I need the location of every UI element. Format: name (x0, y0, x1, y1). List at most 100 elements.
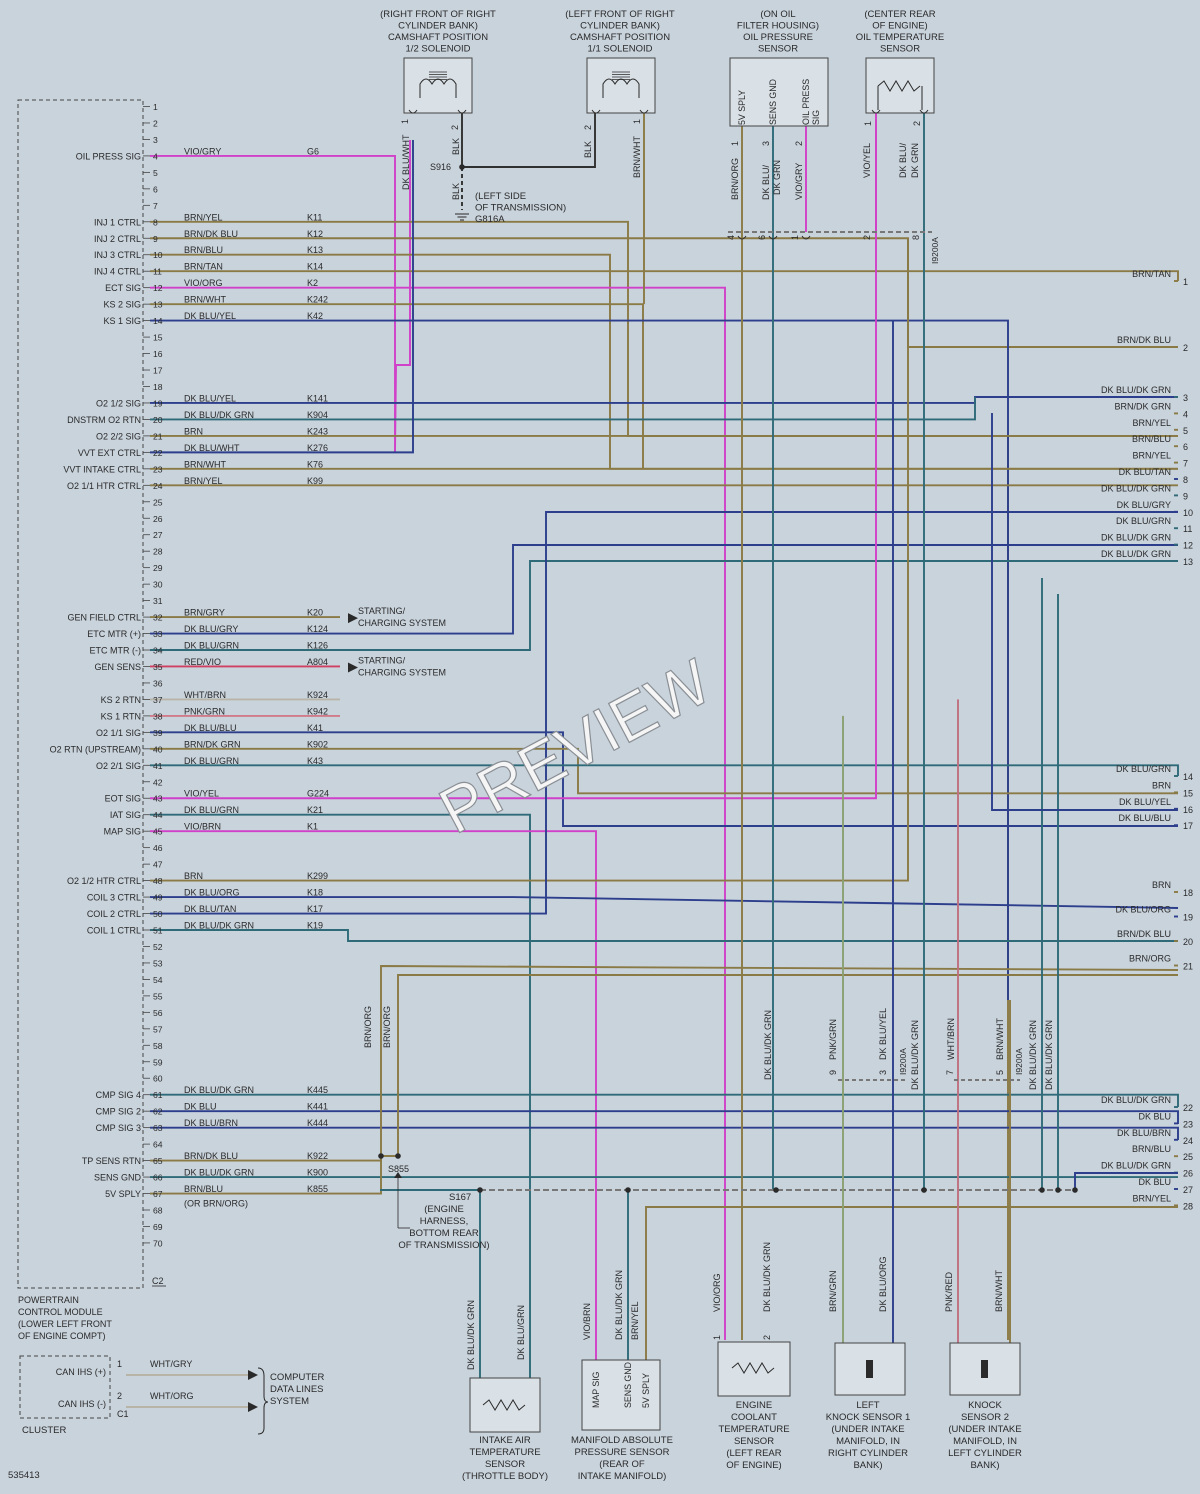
pcm-circuit-id: K124 (307, 624, 328, 634)
pin-arc (801, 235, 811, 240)
pcm-pin-number: 56 (153, 1008, 163, 1018)
pcm-circuit-id: K11 (307, 212, 322, 222)
cluster-box (19, 1355, 111, 1419)
pcm-pin-number: 70 (153, 1238, 163, 1248)
pcm-pin-number: 66 (153, 1173, 163, 1183)
pcm-wire-color: WHT/BRN (184, 690, 226, 700)
iat-wire1: DK BLU/DK GRN (466, 1300, 476, 1370)
pcm-circuit-id: K42 (307, 311, 323, 321)
right-edge-number: 7 (1183, 459, 1188, 469)
pcm-wire-color: BRN/YEL (184, 212, 223, 222)
s167-dot (1055, 1187, 1061, 1193)
pcm-wire-color: DK BLU/GRY (184, 624, 238, 634)
pcm-pin-number: 28 (153, 547, 163, 557)
s855-wire-label: BRN/ORG (382, 1006, 392, 1048)
pcm-pin-number: 40 (153, 744, 163, 754)
pcm-wire-color: DK BLU/GRN (184, 756, 239, 766)
cam12-pin1: 1 (400, 119, 410, 124)
s916-dot (459, 164, 465, 170)
pcm-circuit-id: K20 (307, 608, 323, 618)
pcm-signal-label: CMP SIG 3 (96, 1123, 141, 1133)
pcm-signal-label: COIL 1 CTRL (87, 926, 141, 936)
pin-arc (919, 109, 929, 114)
pin-arc (871, 109, 881, 114)
oilpress-pin-label2: SIG (811, 110, 821, 125)
pcm-pin-number: 64 (153, 1140, 163, 1150)
right-edge-number: 21 (1183, 962, 1193, 972)
s916-label: S916 (430, 162, 451, 172)
pcm-signal-label: KS 1 RTN (101, 711, 141, 721)
pcm-signal-label: IAT SIG (110, 810, 141, 820)
right-edge-number: 20 (1183, 937, 1193, 947)
right-edge-wire-color: DK BLU/DK GRN (1101, 549, 1171, 559)
pcm-circuit-id: G6 (307, 146, 319, 156)
s167-dot (625, 1187, 631, 1193)
pcm-pin-number: 20 (153, 415, 163, 425)
pin-arc (737, 235, 747, 240)
pcm-wire-color: BRN/BLU (184, 245, 223, 255)
right-edge-number: 26 (1183, 1169, 1193, 1179)
pcm-circuit-id: K2 (307, 278, 318, 288)
pcm-wire (150, 1093, 1179, 1107)
ect-resistor (731, 1362, 775, 1374)
oiltemp-wire2: DK BLU/ (898, 142, 908, 178)
pcm-circuit-id: K444 (307, 1118, 328, 1128)
ks2-conn: 7 (945, 1070, 955, 1075)
pcm-signal-label: KS 2 RTN (101, 695, 141, 705)
pcm-wire (150, 764, 1179, 776)
cluster-signal: CAN IHS (+) (56, 1367, 106, 1377)
right-edge-wire-color: DK BLU (1138, 1111, 1171, 1121)
s855-dot (378, 1153, 384, 1159)
pcm-wire-color: BRN/WHT (184, 459, 226, 469)
pcm-pin-number: 22 (153, 448, 163, 458)
pcm-pin-number: 60 (153, 1074, 163, 1084)
ks2-upper-wire: DK BLU/DK GRN (1044, 1020, 1054, 1090)
cam12-wire1: DK BLU/WHT (401, 134, 411, 190)
pcm-circuit-id: K242 (307, 295, 328, 305)
right-edge-number: 12 (1183, 541, 1193, 551)
pcm-circuit-id: K41 (307, 723, 323, 733)
pcm-wire-color: BRN/BLU (184, 1184, 223, 1194)
s167-dot (773, 1187, 779, 1193)
oilpress-pin-label: SENS GND (768, 79, 778, 125)
pcm-pin-number: 26 (153, 514, 163, 524)
pcm-pin-number: 24 (153, 481, 163, 491)
cam12-pin2: 2 (450, 125, 460, 130)
pcm-pin-number: 5 (153, 168, 158, 178)
pcm-circuit-id: K855 (307, 1184, 328, 1194)
ks1-conn: 3 (878, 1070, 888, 1075)
pcm-wire-color: VIO/BRN (184, 822, 221, 832)
right-edge-number: 28 (1183, 1201, 1193, 1211)
pcm-circuit-id: K99 (307, 476, 323, 486)
i9200a-label: I9200A (930, 237, 940, 264)
pcm-pin-number: 7 (153, 201, 158, 211)
right-edge-wire-color: DK BLU/DK GRN (1101, 1161, 1171, 1171)
pcm-wire (150, 120, 877, 800)
oiltemp-conn1: 2 (862, 235, 872, 240)
oilpress-wire: VIO/GRY (794, 163, 804, 200)
pcm-wire-color: DK BLU/YEL (184, 393, 236, 403)
right-edge-number: 9 (1183, 491, 1188, 501)
pcm-circuit-id: K17 (307, 904, 323, 914)
pcm-wire (150, 397, 976, 421)
s855-arrow (394, 1172, 402, 1178)
pcm-signal-label: O2 1/1 SIG (96, 728, 141, 738)
pcm-wire-color: DK BLU/DK GRN (184, 1168, 254, 1178)
pin-arc (768, 235, 778, 240)
pcm-pin-number: 36 (153, 678, 163, 688)
map-wire3: BRN/YEL (630, 1301, 640, 1340)
pcm-pin-number: 48 (153, 876, 163, 886)
ks2-conn: 5 (995, 1070, 1005, 1075)
pcm-wire-color: BRN (184, 871, 203, 881)
pcm-circuit-id: K18 (307, 888, 323, 898)
map-pin-label: MAP SIG (591, 1371, 601, 1408)
cluster-brace (257, 1367, 269, 1435)
pcm-wire (150, 238, 909, 882)
right-edge-wire-color: DK BLU/ORG (1115, 905, 1171, 915)
pcm-wire-color: BRN/DK BLU (184, 1151, 238, 1161)
ks1-upper-wire: DK BLU/YEL (878, 1008, 888, 1060)
